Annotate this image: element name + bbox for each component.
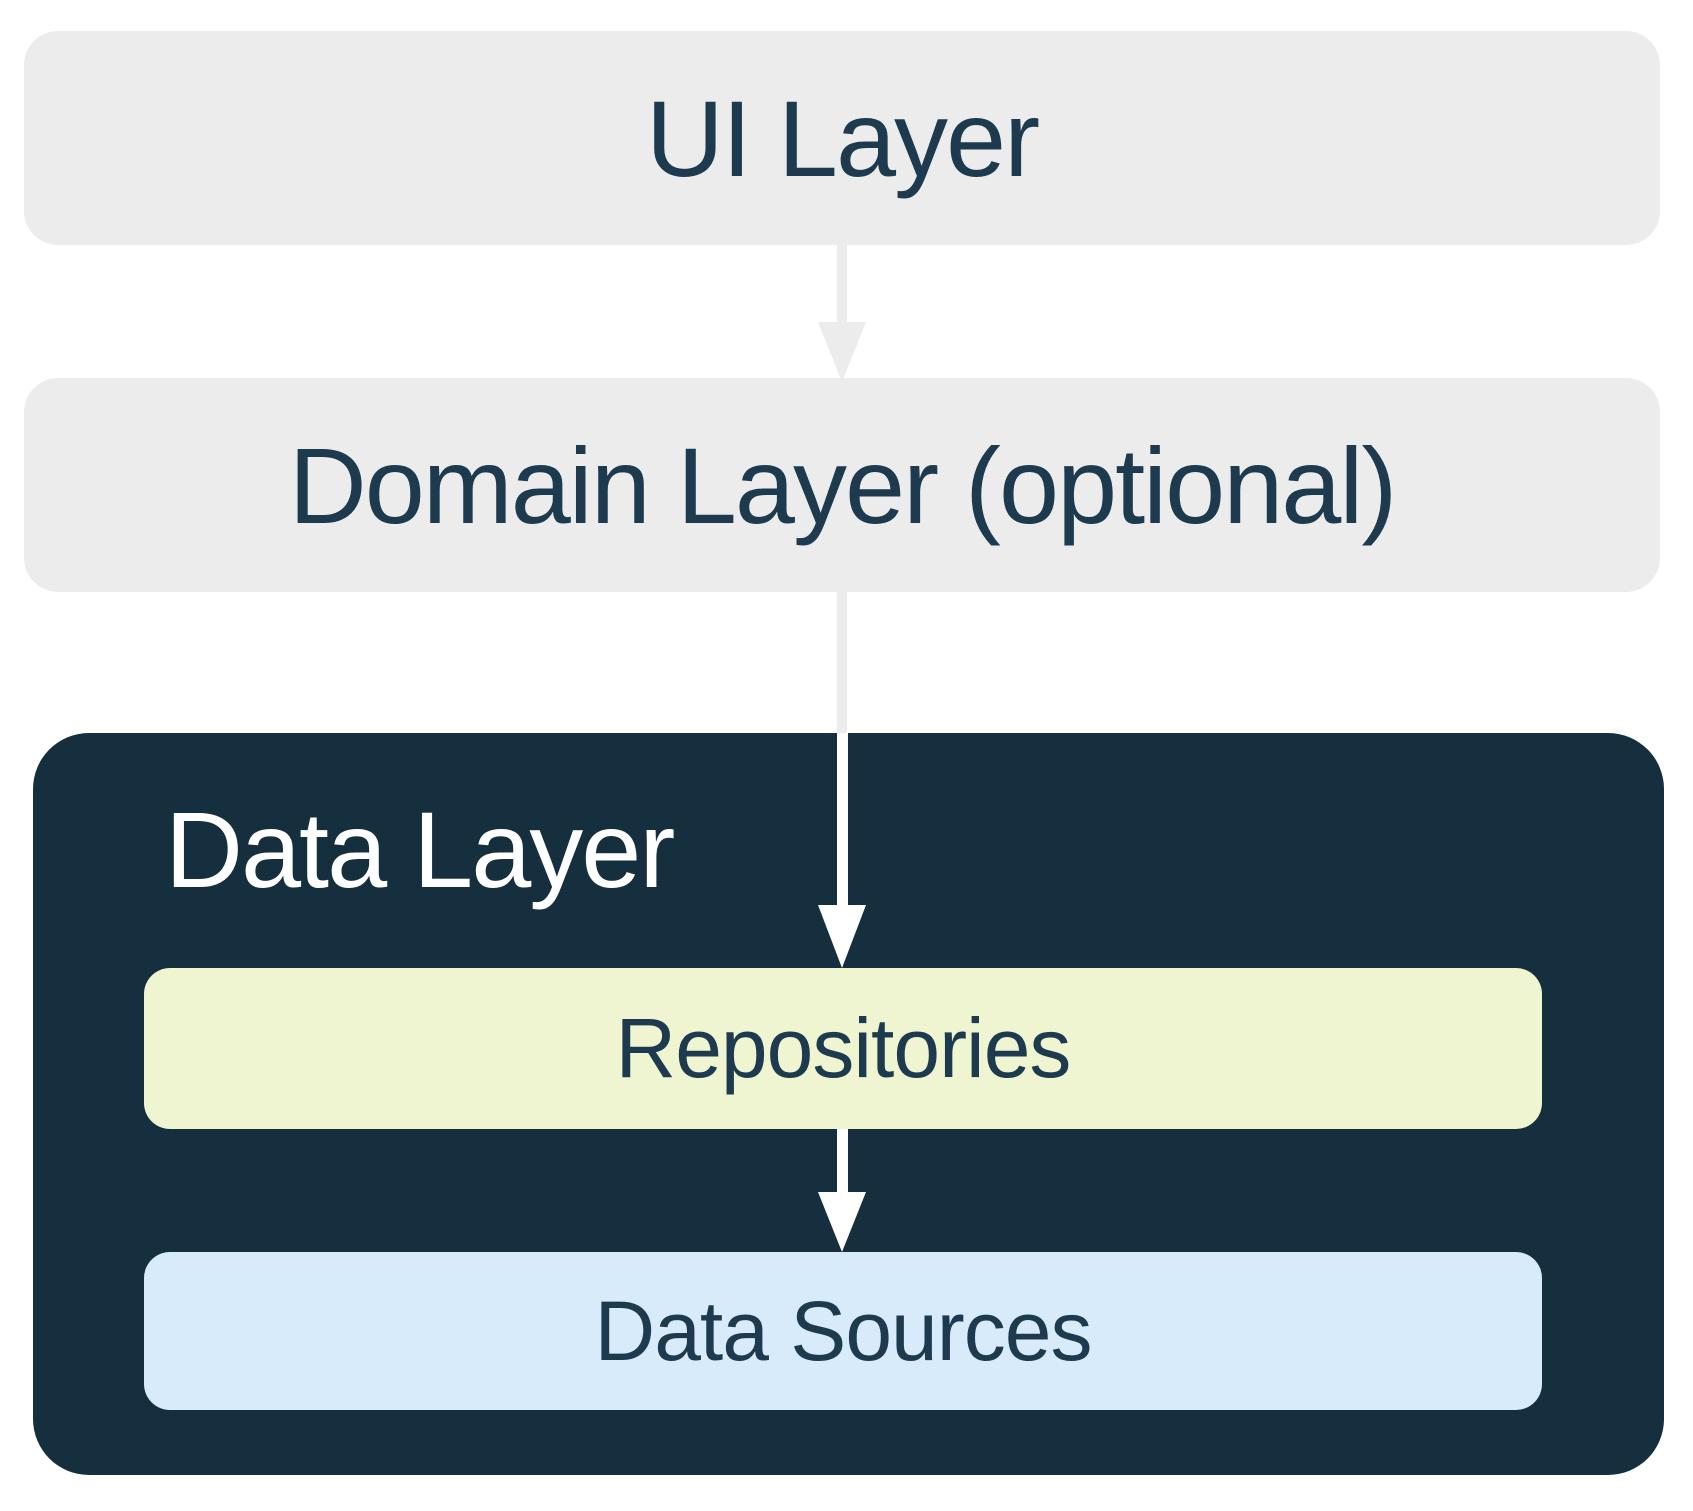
down-arrow-icon (837, 733, 848, 906)
down-arrow-head-icon (818, 322, 866, 382)
data-sources-box: Data Sources (144, 1252, 1542, 1410)
repositories-label: Repositories (615, 1001, 1072, 1095)
down-arrow-icon (837, 245, 847, 322)
ui-layer-box: UI Layer (24, 31, 1660, 245)
data-layer-label: Data Layer (165, 789, 675, 910)
ui-layer-label: UI Layer (645, 77, 1040, 199)
repositories-box: Repositories (144, 968, 1542, 1129)
down-arrow-head-icon (818, 905, 866, 968)
down-arrow-icon (837, 1129, 848, 1193)
domain-layer-label: Domain Layer (optional) (288, 424, 1398, 546)
data-sources-label: Data Sources (594, 1283, 1093, 1378)
down-arrow-head-icon (818, 1192, 866, 1252)
down-arrow-icon (837, 592, 847, 735)
domain-layer-box: Domain Layer (optional) (24, 378, 1660, 592)
